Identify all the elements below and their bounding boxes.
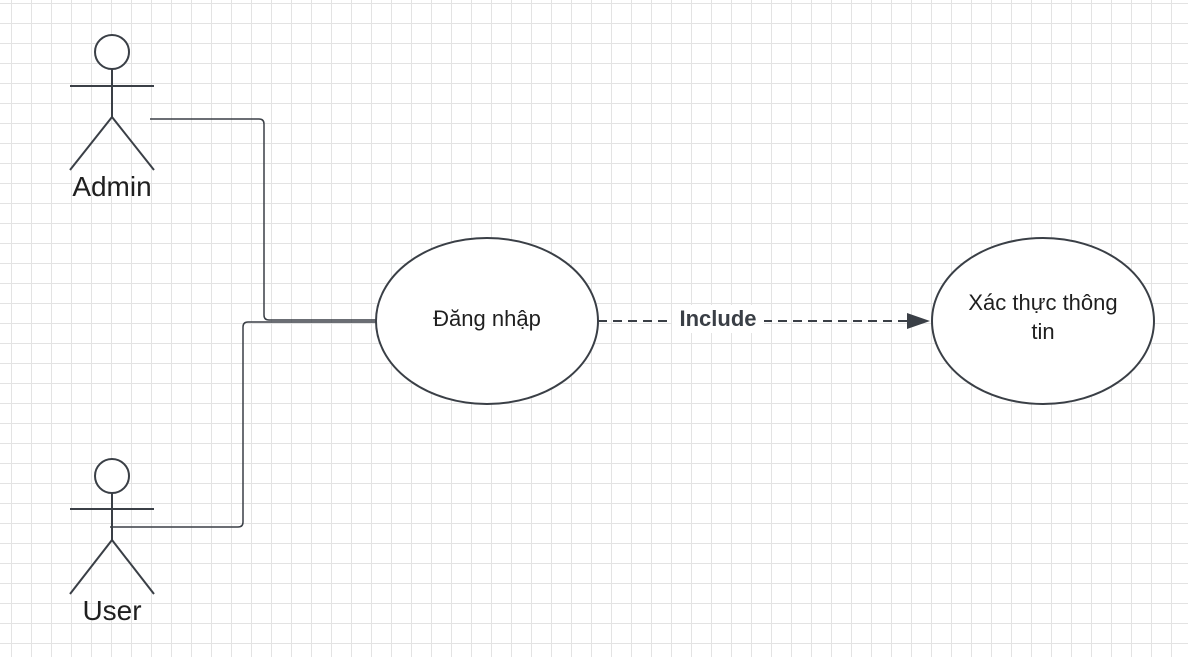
admin-right-leg bbox=[111, 116, 155, 171]
user-label: User bbox=[82, 595, 141, 626]
use-case-xac-thuc-label-line-1: Xác thực thông bbox=[968, 290, 1117, 315]
admin-head-icon bbox=[94, 34, 130, 70]
user-left-leg bbox=[69, 539, 113, 595]
admin-association-line bbox=[150, 118, 378, 321]
use-case-xac-thuc-label-line-2: tin bbox=[1031, 319, 1054, 344]
include-arrowhead-icon bbox=[907, 313, 930, 329]
admin-left-leg bbox=[69, 116, 113, 171]
user-head-icon bbox=[94, 458, 130, 494]
user-association-line bbox=[110, 321, 378, 528]
include-label: Include bbox=[679, 306, 756, 331]
include-label-background bbox=[672, 305, 764, 333]
use-case-dang-nhap-label: Đăng nhập bbox=[433, 306, 541, 331]
admin-label: Admin bbox=[72, 171, 151, 202]
user-actor[interactable]: User bbox=[69, 458, 155, 626]
use-case-xac-thuc-thong-tin[interactable]: Xác thực thông tin bbox=[931, 237, 1155, 405]
use-case-xac-thuc-ellipse bbox=[931, 237, 1155, 405]
use-case-dang-nhap-ellipse bbox=[375, 237, 599, 405]
use-case-dang-nhap[interactable]: Đăng nhập bbox=[375, 237, 599, 405]
user-right-leg bbox=[111, 539, 155, 595]
admin-actor[interactable]: Admin bbox=[69, 34, 155, 202]
